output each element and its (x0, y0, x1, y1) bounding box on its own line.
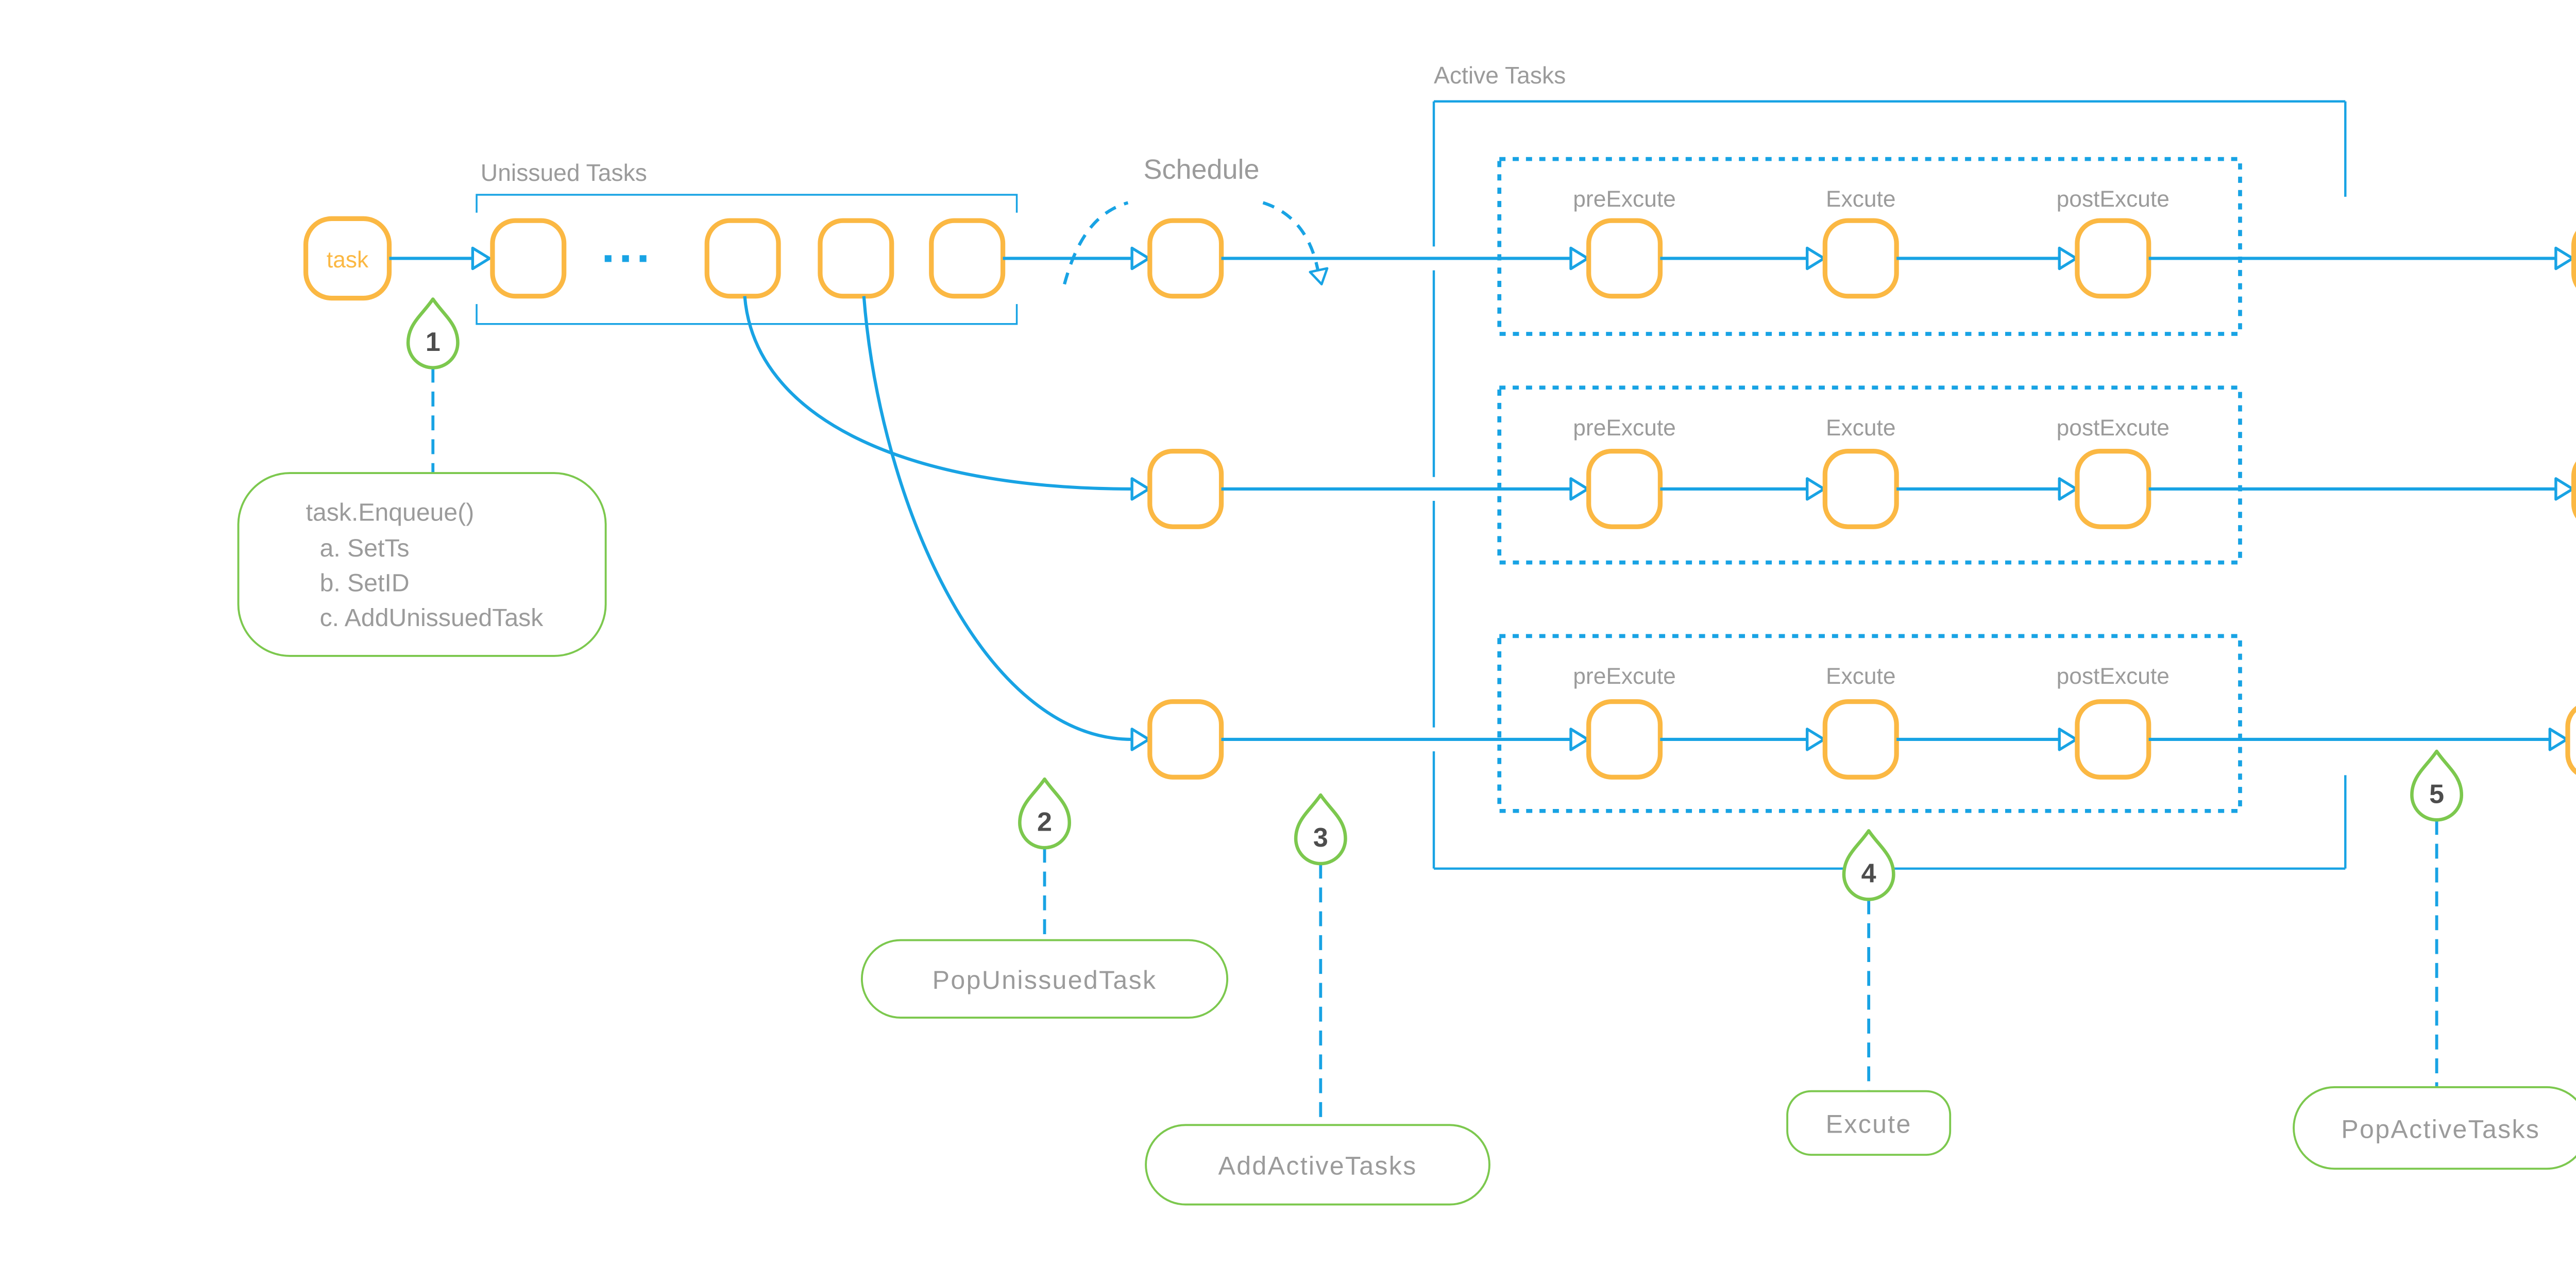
excute-node (1822, 218, 1899, 299)
arrowhead-icon (1571, 248, 1588, 268)
worker-row-2: preExcute Excute postExcute (1221, 385, 2576, 565)
unissued-tasks-section: Unissued Tasks task (303, 159, 1149, 750)
schedule-dashed-arc-left (1063, 201, 1129, 285)
callout-item: c. AddUnissuedTask (320, 604, 544, 632)
step-marker-3: 3 AddActiveTasks (1145, 795, 1490, 1206)
execution-pipeline-box (1497, 157, 2242, 336)
arrowhead-icon (1132, 729, 1149, 750)
ellipsis-dot (604, 255, 612, 262)
step-marker-2: 2 PopUnissuedTask (860, 779, 1229, 1019)
post-excute-label: postExcute (2057, 415, 2170, 441)
callout-title: Excute (1826, 1110, 1912, 1139)
callout-box-enqueue (237, 472, 607, 657)
worker-row-1: preExcute Excute postExcute (1221, 157, 2576, 336)
scheduler-node-row2 (1147, 448, 1224, 529)
arrowhead-icon (2059, 729, 2076, 750)
callout-box-add-active-tasks (1145, 1124, 1490, 1206)
callout-box-pop-active-tasks (2293, 1086, 2576, 1170)
unissued-queue-top-bracket (476, 194, 1018, 213)
arrowhead-icon (2059, 248, 2076, 268)
queue-node (929, 218, 1006, 299)
arrowhead-icon (2556, 248, 2573, 268)
marker-number: 3 (1313, 823, 1328, 853)
pre-excute-node (1586, 699, 1663, 780)
callout-title: PopUnissuedTask (933, 966, 1157, 994)
task-node-label: task (327, 247, 369, 273)
arrowhead-icon (1132, 248, 1149, 268)
dequeue-curve-row2 (743, 296, 1132, 491)
queue-ellipsis (604, 255, 647, 262)
marker-number: 5 (2429, 779, 2444, 809)
post-excute-node (2075, 448, 2151, 529)
callout-title: task.Enqueue() (306, 499, 474, 527)
marker-number: 4 (1861, 859, 1876, 889)
arrowhead-icon (1807, 248, 1824, 268)
step-markers: 1 task.Enqueue() a. SetTs b. SetID c. Ad… (237, 299, 2576, 1206)
schedule-label: Schedule (1144, 154, 1260, 185)
execution-pipeline-box (1497, 634, 2242, 813)
dequeue-curve-row3 (862, 296, 1132, 741)
arrowhead-icon (472, 248, 489, 268)
unissued-tasks-label: Unissued Tasks (481, 159, 647, 186)
marker-number: 2 (1037, 807, 1052, 837)
pre-excute-node (1586, 218, 1663, 299)
arrowhead-icon (2059, 479, 2076, 499)
step-marker-1: 1 task.Enqueue() a. SetTs b. SetID c. Ad… (237, 299, 607, 657)
excute-label: Excute (1826, 187, 1895, 212)
post-excute-node (2075, 218, 2151, 299)
arrowhead-icon (1310, 268, 1330, 286)
arrowhead-icon (2556, 479, 2573, 499)
callout-box-pop-unissued-task (860, 939, 1229, 1019)
arrowhead-icon (1571, 729, 1588, 750)
active-tasks-label: Active Tasks (1434, 62, 1566, 89)
callout-title: AddActiveTasks (1218, 1152, 1417, 1180)
callout-title: PopActiveTasks (2341, 1115, 2540, 1143)
completed-task-node (2571, 230, 2576, 288)
unissued-queue-bottom-bracket (476, 304, 1018, 325)
post-excute-node (2075, 699, 2151, 780)
schedule-section: Schedule (1063, 154, 1330, 780)
execution-pipeline-box (1497, 385, 2242, 565)
active-tasks-section: Active Tasks preExcute Excute postExcute (1221, 62, 2576, 870)
pre-excute-node (1586, 448, 1663, 529)
excute-node (1822, 448, 1899, 529)
excute-label: Excute (1826, 415, 1895, 441)
ellipsis-dot (639, 255, 647, 262)
post-excute-label: postExcute (2057, 187, 2170, 212)
arrowhead-icon (1571, 479, 1588, 499)
arrowhead-icon (2550, 729, 2567, 750)
pre-excute-label: preExcute (1573, 664, 1676, 689)
completed-task-node (2565, 705, 2576, 775)
callout-item: a. SetTs (320, 534, 410, 562)
arrowhead-icon (1807, 479, 1824, 499)
pre-excute-label: preExcute (1573, 415, 1676, 441)
callout-box-excute (1786, 1090, 1952, 1156)
worker-row-3: preExcute Excute postExcute (1221, 634, 2576, 813)
queue-node (490, 218, 567, 299)
callout-item: b. SetID (320, 569, 410, 597)
arrowhead-icon (1807, 729, 1824, 750)
step-marker-4: 4 Excute (1786, 831, 1952, 1156)
marker-number: 1 (426, 327, 440, 357)
excute-node (1822, 699, 1899, 780)
step-marker-5: 5 PopActiveTasks (2293, 751, 2576, 1170)
ellipsis-dot (622, 255, 629, 262)
post-excute-label: postExcute (2057, 664, 2170, 689)
arrowhead-icon (1132, 479, 1149, 499)
scheduler-node-row1 (1147, 218, 1224, 299)
pre-excute-label: preExcute (1573, 187, 1676, 212)
schedule-dashed-arc-right (1262, 201, 1320, 275)
excute-label: Excute (1826, 664, 1895, 689)
completed-task-node (2571, 461, 2576, 519)
scheduler-node-row3 (1147, 699, 1224, 780)
queue-node (818, 218, 894, 299)
queue-node (704, 218, 781, 299)
